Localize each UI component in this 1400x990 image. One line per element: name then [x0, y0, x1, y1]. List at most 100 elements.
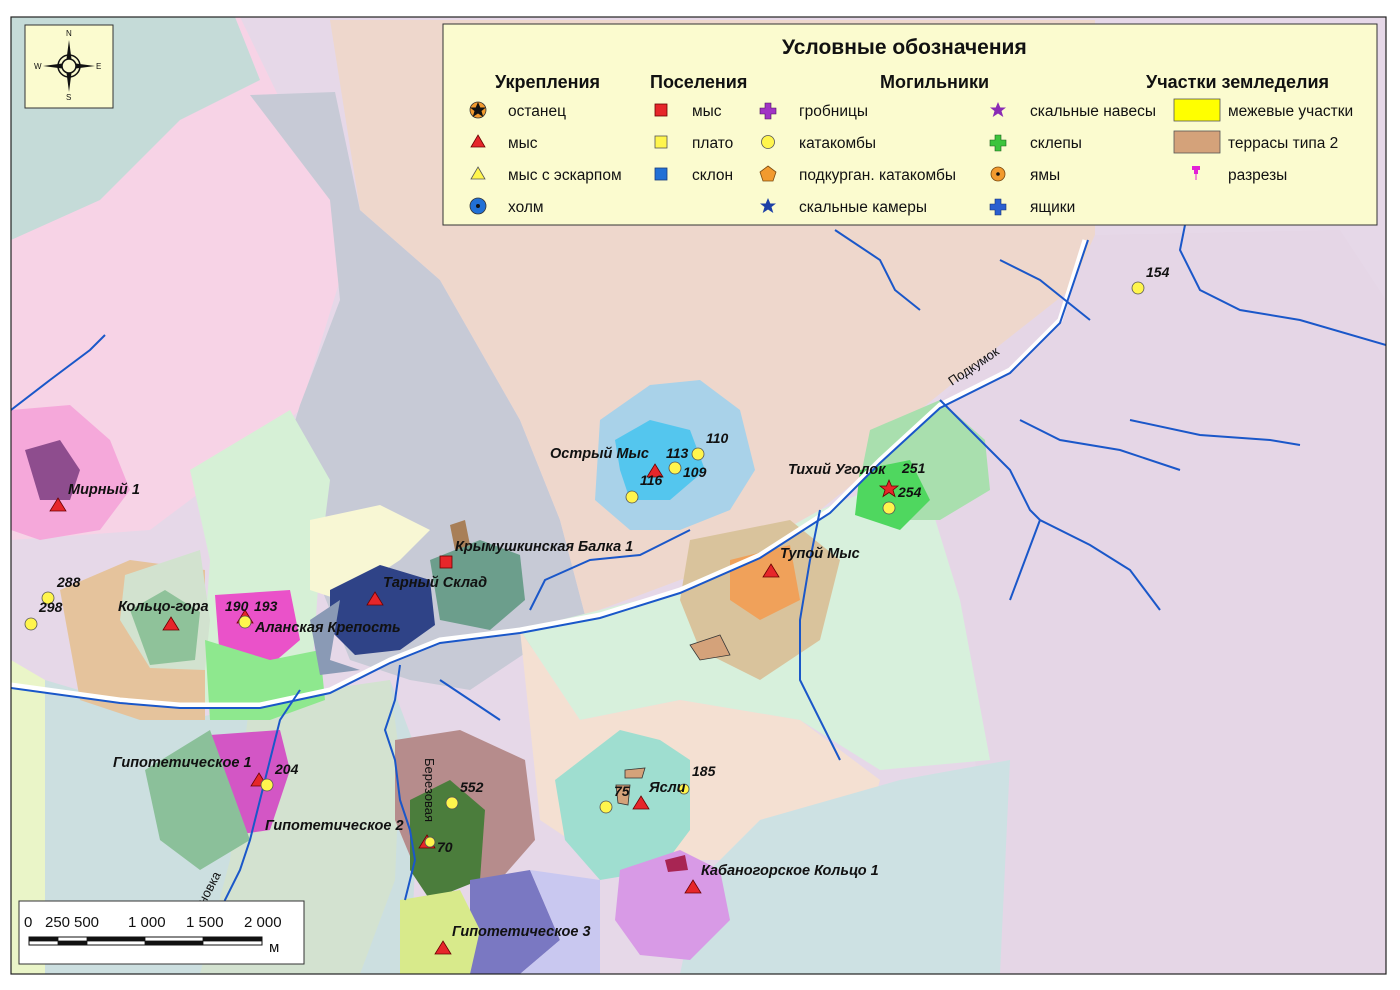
legend-heading: Участки земледелия: [1146, 72, 1329, 92]
marker-116[interactable]: [625, 490, 639, 504]
marker-kabanogorskoe[interactable]: [684, 879, 702, 894]
compass-n: N: [66, 29, 72, 38]
rivers: [11, 59, 1386, 941]
marker-288[interactable]: [41, 591, 55, 605]
scale-tick: 2 000: [244, 914, 282, 931]
burial-id: 298: [38, 599, 63, 615]
legend-heading: Могильники: [880, 72, 989, 92]
river-tributary: [529, 529, 691, 611]
marker-190[interactable]: [238, 615, 252, 629]
legend-heading: Поселения: [650, 72, 747, 92]
red-square-icon: [654, 103, 668, 117]
burial-id: 70: [437, 839, 453, 855]
legend-item: подкурган. катакомбы: [799, 167, 956, 184]
river-tributary: [1009, 519, 1041, 601]
marker-mirny-1[interactable]: [49, 497, 67, 512]
marker-gipot-3[interactable]: [434, 940, 452, 955]
legend-item: разрезы: [1228, 167, 1287, 184]
burial-id: 109: [683, 464, 707, 480]
legend-item: мыс: [508, 135, 538, 152]
legend-item: катакомбы: [799, 135, 876, 152]
burial-id: 154: [1146, 264, 1170, 280]
purple-star-icon: [990, 102, 1006, 117]
legend-item: мыс с эскарпом: [508, 167, 622, 184]
yellow-plot-icon: [1173, 98, 1221, 122]
marker-kolco-gora[interactable]: [162, 616, 180, 631]
burial-id: 254: [897, 484, 922, 500]
marker-ostry-mys[interactable]: [646, 463, 664, 478]
marker-70[interactable]: [424, 836, 436, 848]
river-podkumok: [11, 239, 1089, 709]
legend-title: Условные обозначения: [782, 36, 1027, 59]
marker-109[interactable]: [668, 461, 682, 475]
site-label: Крымушкинская Балка 1: [455, 539, 633, 555]
site-label: Кабаногорское Кольцо 1: [701, 863, 879, 879]
yellow-circle-icon: [761, 135, 775, 149]
red-triangle-icon: [470, 134, 486, 148]
scale-bar: 0 250 500 1 000 1 500 2 000 м: [18, 900, 305, 965]
compass-w: W: [34, 62, 42, 71]
site-label: Ясли: [648, 780, 686, 796]
marker-yasli[interactable]: [632, 795, 650, 810]
marker-tarny-sklad[interactable]: [366, 591, 384, 606]
legend-item: холм: [508, 199, 544, 216]
marker-110[interactable]: [691, 447, 705, 461]
site-label: Аланская Крепость: [254, 620, 401, 636]
yellow-triangle-icon: [470, 166, 486, 180]
black-star-icon: [470, 102, 486, 117]
legend-item: плато: [692, 135, 733, 152]
legend-item: гробницы: [799, 103, 868, 120]
scale-segments: [28, 936, 263, 946]
legend-item: межевые участки: [1228, 103, 1353, 120]
compass: N S E W: [24, 24, 114, 109]
marker-tupoy-mys[interactable]: [762, 563, 780, 578]
blue-cross-icon: [989, 198, 1007, 216]
scale-tick: 0: [24, 914, 32, 931]
marker-552[interactable]: [445, 796, 459, 810]
river-tributary: [939, 399, 1161, 611]
marker-254[interactable]: [882, 501, 896, 515]
burial-id: 75: [614, 783, 630, 799]
site-labels: Мирный 1 Кольцо-гора Аланская Крепость Т…: [38, 264, 1170, 940]
site-label: Тарный Склад: [383, 575, 487, 591]
blue-star-icon: [760, 198, 776, 213]
burial-id: 113: [666, 445, 689, 461]
marker-298[interactable]: [24, 617, 38, 631]
site-label: Гипотетическое 1: [113, 755, 252, 771]
river-berezovaya: [383, 664, 417, 901]
legend-item: останец: [508, 103, 566, 120]
burial-id: 193: [254, 598, 278, 614]
marker-204[interactable]: [260, 778, 274, 792]
marker-154[interactable]: [1131, 281, 1145, 295]
legend-item: склепы: [1030, 135, 1082, 152]
legend-item: ямы: [1030, 167, 1060, 184]
orange-pentagon-icon: [759, 165, 777, 182]
scale-unit: м: [269, 939, 279, 956]
magenta-pin-icon: [1192, 166, 1200, 180]
river-tributary: [834, 229, 921, 311]
marker-tihiy-ugolok[interactable]: [878, 478, 900, 498]
legend-item: скальные камеры: [799, 199, 927, 216]
tan-terrace-icon: [1173, 130, 1221, 154]
scale-tick: 1 000: [128, 914, 166, 931]
legend-item: террасы типа 2: [1228, 135, 1338, 152]
blue-square-icon: [654, 167, 668, 181]
legend-item: скальные навесы: [1030, 103, 1156, 120]
burial-id: 552: [460, 779, 484, 795]
river-tributary: [799, 509, 841, 761]
marker-185[interactable]: [678, 783, 690, 795]
compass-s: S: [66, 93, 71, 102]
compass-e: E: [96, 62, 101, 71]
green-cross-icon: [989, 134, 1007, 152]
legend-heading: Укрепления: [495, 72, 600, 92]
map-border: [10, 16, 1387, 975]
burial-id: 190: [225, 598, 249, 614]
legend-item: ящики: [1030, 199, 1075, 216]
site-label: Тупой Мыс: [780, 546, 860, 562]
river-berezovka-w: [209, 689, 301, 941]
marker-krymushkinskaya[interactable]: [439, 555, 453, 569]
marker-75[interactable]: [599, 800, 613, 814]
burial-id: 116: [640, 472, 663, 488]
burial-id: 251: [901, 460, 926, 476]
